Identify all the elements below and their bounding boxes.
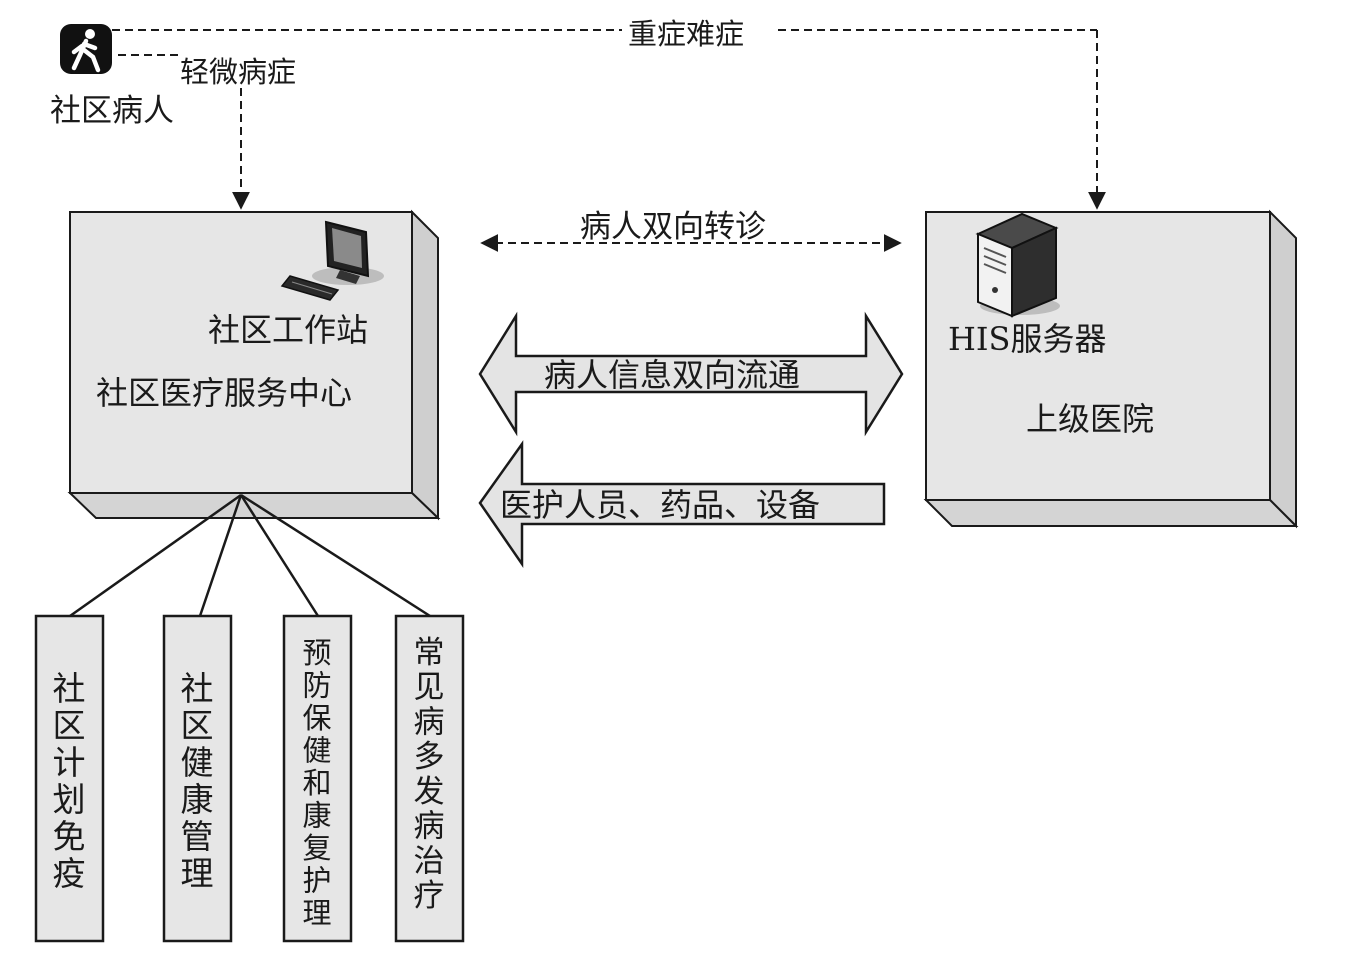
service-tree-lines	[69, 493, 431, 618]
service-box-2	[162, 614, 233, 943]
resources-arrow	[478, 440, 886, 569]
info-flow-arrow	[478, 311, 904, 437]
referral-label: 病人双向转诊	[580, 209, 766, 245]
patient-label: 社区病人	[50, 93, 174, 129]
service-label-3: 预防保健和康复护理	[302, 636, 331, 930]
service-label-2: 社区健康管理	[181, 669, 214, 893]
mild-symptoms-label: 轻微病症	[180, 55, 296, 89]
severe-connector	[112, 29, 1106, 210]
community-center-box	[67, 209, 441, 521]
mild-connector	[118, 54, 250, 210]
service-box-3	[282, 614, 353, 943]
referral-label-bg	[574, 205, 806, 241]
severe-symptoms-label: 重症难症	[628, 17, 744, 51]
service-label-4: 常见病多发病治疗	[414, 635, 445, 914]
info-flow-label: 病人信息双向流通	[544, 356, 800, 394]
resources-label: 医护人员、药品、设备	[500, 486, 820, 524]
service-box-4	[394, 614, 465, 943]
service-box-1	[34, 614, 105, 943]
community-center-label: 社区医疗服务中心	[96, 374, 352, 412]
walking-person-icon	[60, 24, 112, 74]
community-station-label: 社区工作站	[208, 311, 368, 349]
computer-workstation-icon	[280, 220, 384, 301]
upper-hospital-label: 上级医院	[1026, 400, 1154, 438]
service-label-1: 社区计划免疫	[53, 669, 86, 893]
server-tower-icon	[975, 212, 1060, 318]
his-server-label: HIS服务器	[948, 320, 1106, 358]
